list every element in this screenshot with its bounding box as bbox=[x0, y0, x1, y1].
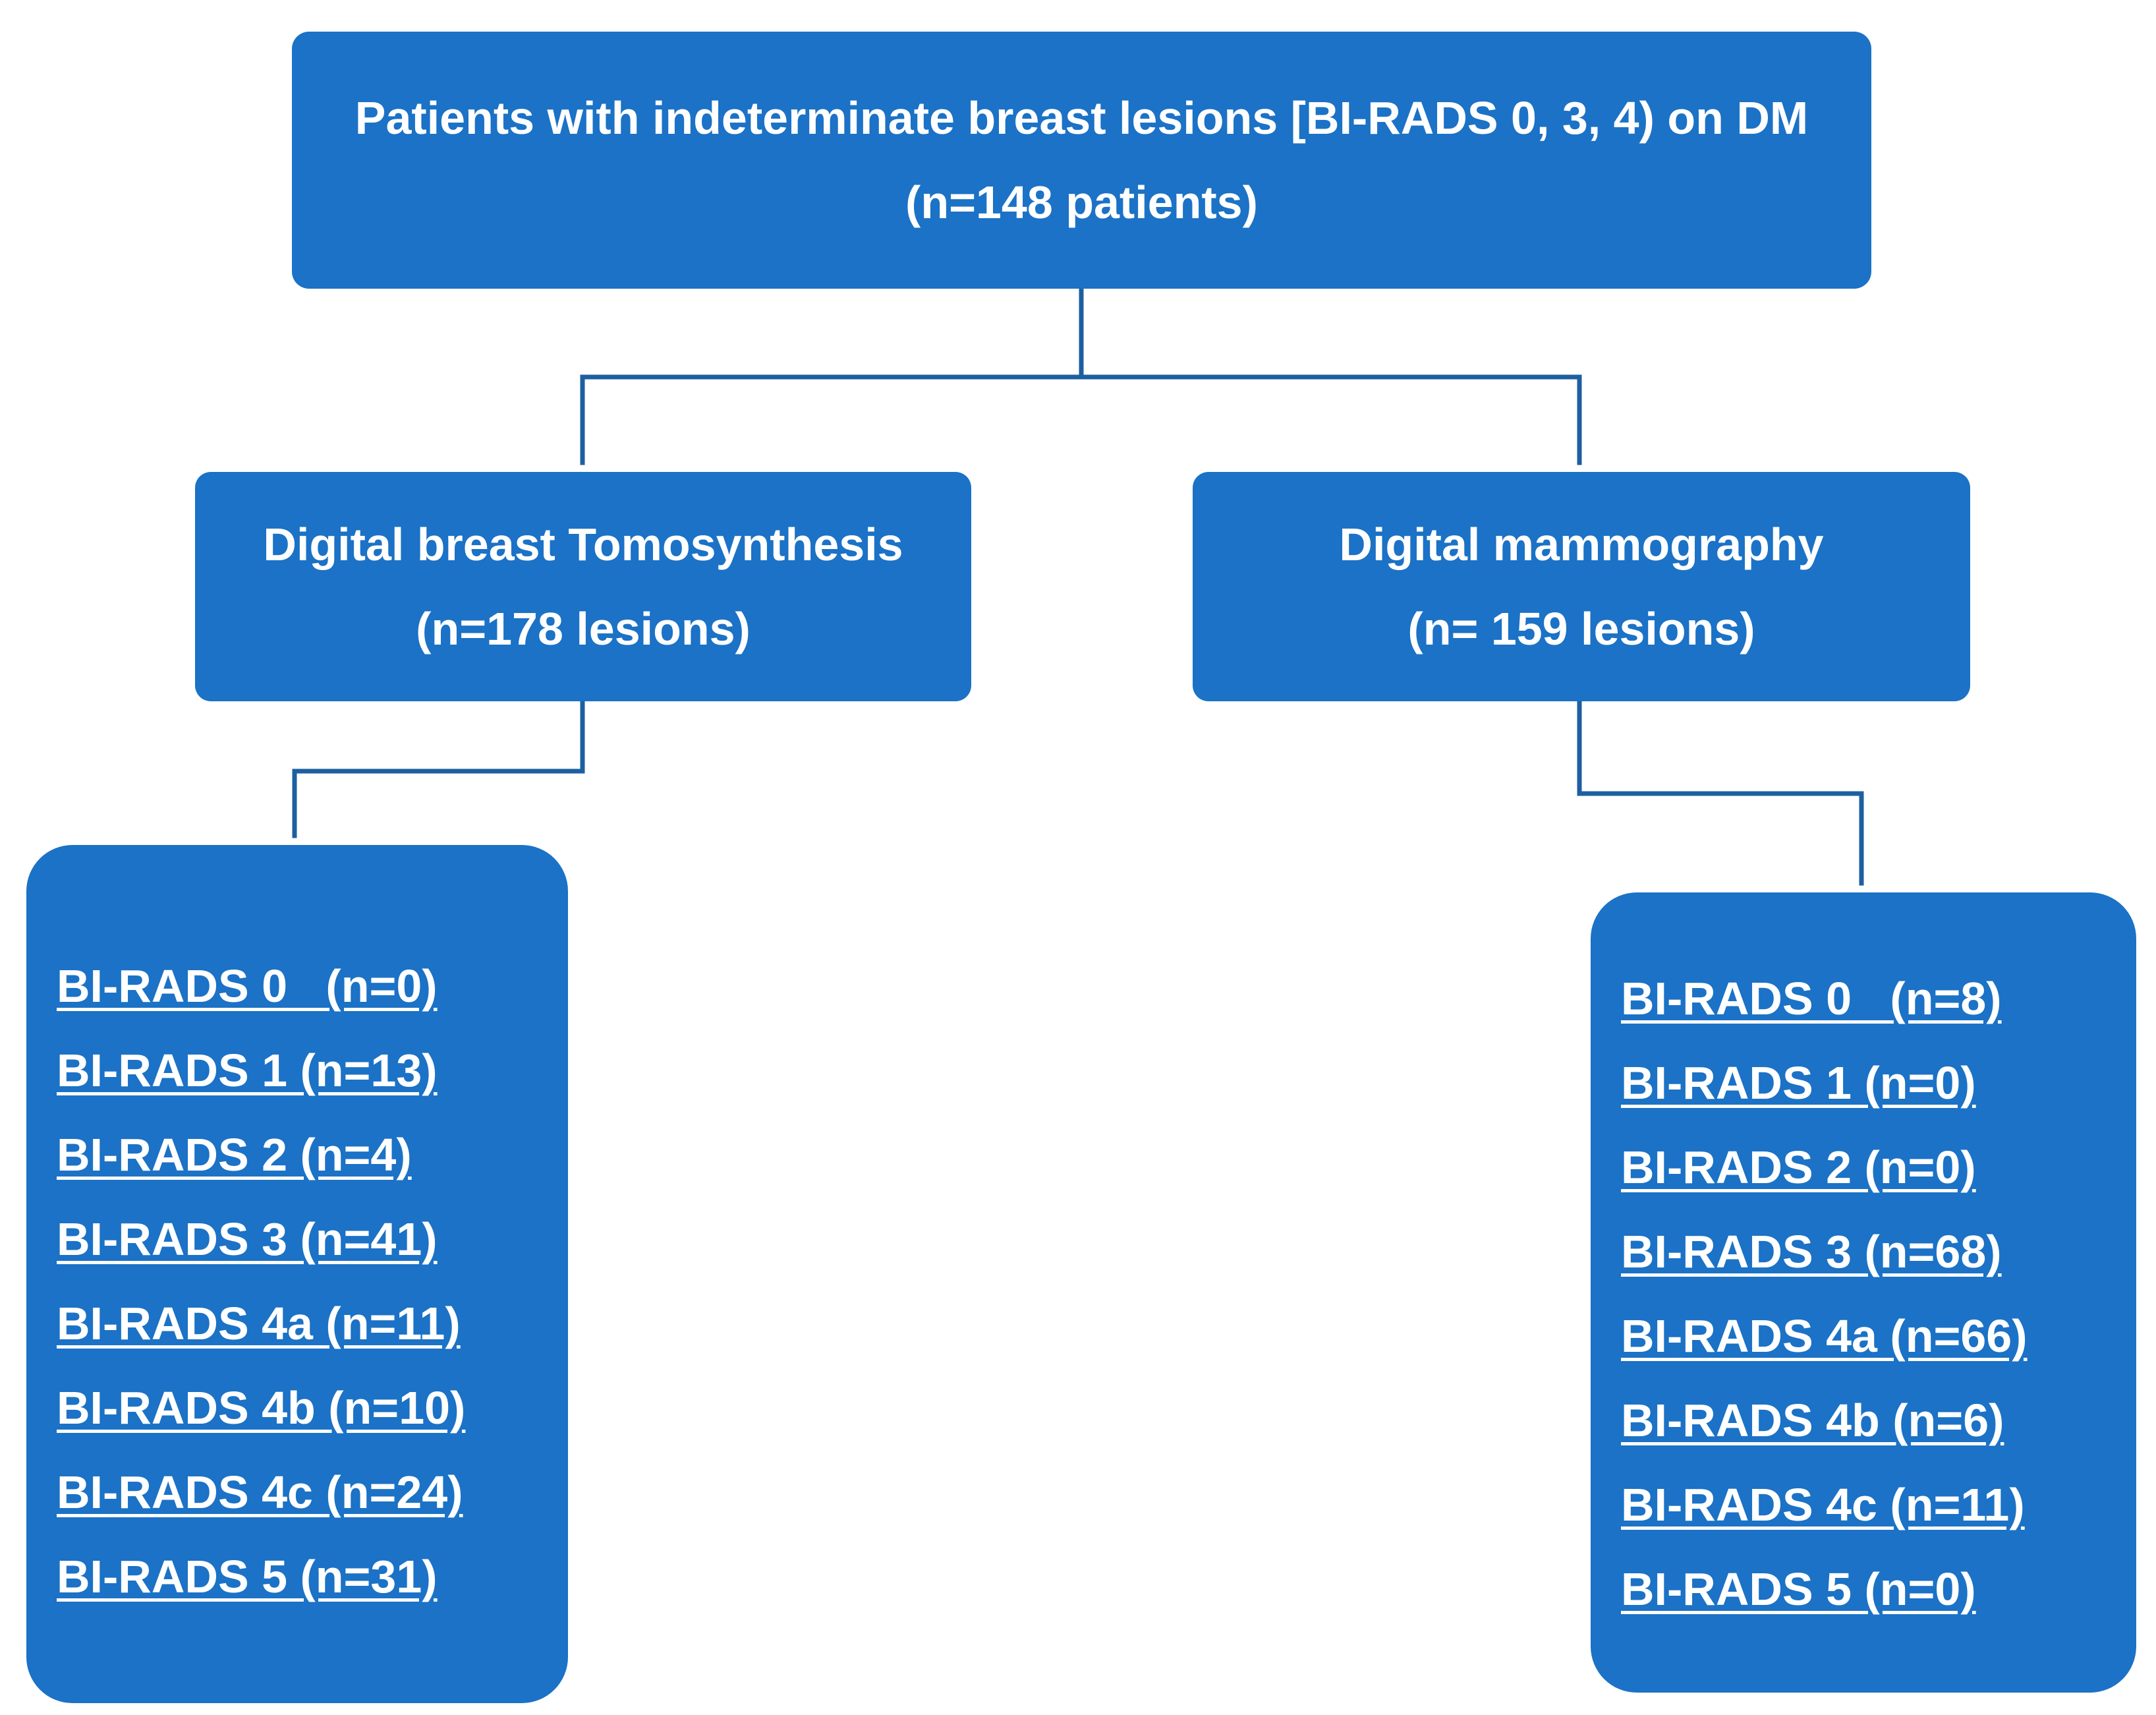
root-to-branches-connector bbox=[580, 287, 1582, 465]
dbt-birads-item[interactable]: BI-RADS 0 (n=0) bbox=[57, 960, 438, 1012]
dbt-birads-list-box: BI-RADS 0 (n=0) BI-RADS 1 (n=13) BI-RADS… bbox=[26, 845, 568, 1703]
dbt-birads-item[interactable]: BI-RADS 4c (n=24) bbox=[57, 1467, 463, 1518]
dbt-birads-item[interactable]: BI-RADS 3 (n=41) bbox=[57, 1213, 438, 1265]
dm-birads-list: BI-RADS 0 (n=8) BI-RADS 1 (n=0) BI-RADS … bbox=[1621, 956, 2028, 1631]
root-title: Patients with indeterminate breast lesio… bbox=[355, 92, 1809, 144]
dm-box: Digital mammography (n= 159 lesions) bbox=[1193, 472, 1970, 701]
dm-birads-item[interactable]: BI-RADS 0 (n=8) bbox=[1621, 973, 2002, 1024]
dm-birads-item[interactable]: BI-RADS 4b (n=6) bbox=[1621, 1395, 2004, 1446]
dbt-title: Digital breast Tomosynthesis bbox=[263, 519, 903, 570]
dm-birads-item[interactable]: BI-RADS 3 (n=68) bbox=[1621, 1226, 2002, 1277]
dm-to-list-connector bbox=[1577, 700, 1864, 886]
dbt-birads-item[interactable]: BI-RADS 1 (n=13) bbox=[57, 1045, 438, 1096]
dbt-box: Digital breast Tomosynthesis (n=178 lesi… bbox=[195, 472, 971, 701]
dm-birads-item[interactable]: BI-RADS 1 (n=0) bbox=[1621, 1057, 1976, 1109]
dm-birads-list-box: BI-RADS 0 (n=8) BI-RADS 1 (n=0) BI-RADS … bbox=[1591, 892, 2136, 1693]
root-patients-box: Patients with indeterminate breast lesio… bbox=[292, 32, 1871, 289]
dm-birads-item[interactable]: BI-RADS 4a (n=66) bbox=[1621, 1310, 2028, 1362]
dbt-birads-item[interactable]: BI-RADS 4a (n=11) bbox=[57, 1298, 461, 1349]
root-count: (n=148 patients) bbox=[905, 177, 1258, 228]
dbt-birads-list: BI-RADS 0 (n=0) BI-RADS 1 (n=13) BI-RADS… bbox=[57, 944, 465, 1619]
dbt-birads-item[interactable]: BI-RADS 2 (n=4) bbox=[57, 1129, 412, 1180]
dbt-birads-item[interactable]: BI-RADS 5 (n=31) bbox=[57, 1551, 438, 1602]
dm-count: (n= 159 lesions) bbox=[1407, 603, 1755, 654]
dm-birads-item[interactable]: BI-RADS 5 (n=0) bbox=[1621, 1563, 1976, 1615]
dbt-count: (n=178 lesions) bbox=[416, 603, 751, 654]
dm-title: Digital mammography bbox=[1339, 519, 1824, 570]
dm-birads-item[interactable]: BI-RADS 2 (n=0) bbox=[1621, 1142, 1976, 1193]
dm-birads-item[interactable]: BI-RADS 4c (n=11) bbox=[1621, 1479, 2025, 1530]
dbt-birads-item[interactable]: BI-RADS 4b (n=10) bbox=[57, 1382, 466, 1434]
dbt-to-list-connector bbox=[292, 700, 585, 838]
